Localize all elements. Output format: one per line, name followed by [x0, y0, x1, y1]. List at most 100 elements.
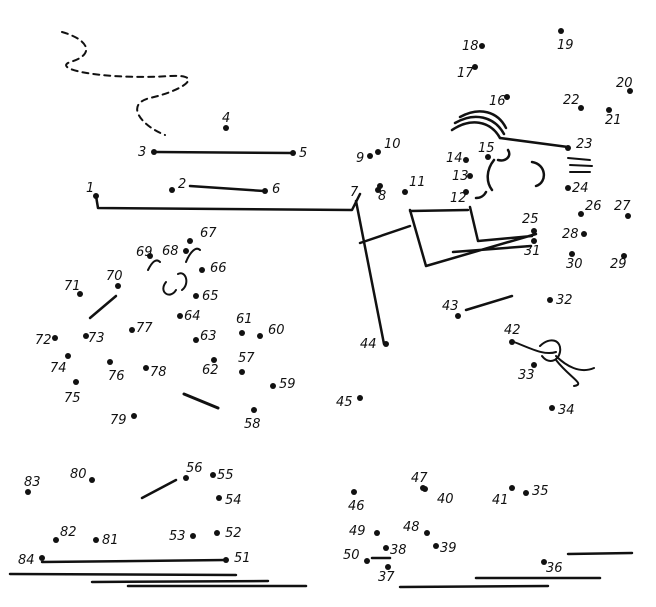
dot-25[interactable] — [531, 228, 537, 234]
dot-57[interactable] — [239, 369, 245, 375]
dot-47[interactable] — [420, 485, 426, 491]
dot-23[interactable] — [565, 145, 571, 151]
dot-18[interactable] — [479, 43, 485, 49]
dot-49[interactable] — [374, 530, 380, 536]
dot-72[interactable] — [52, 335, 58, 341]
dot-32[interactable] — [547, 297, 553, 303]
dot-label-16: 16 — [489, 94, 506, 109]
dot-48[interactable] — [424, 530, 430, 536]
dot-53[interactable] — [190, 533, 196, 539]
dot-54[interactable] — [216, 495, 222, 501]
dot-label-51: 51 — [234, 551, 251, 566]
dot-77[interactable] — [129, 327, 135, 333]
dot-21[interactable] — [606, 107, 612, 113]
dot-2[interactable] — [169, 187, 175, 193]
dot-39[interactable] — [433, 543, 439, 549]
dot-24[interactable] — [565, 185, 571, 191]
dot-79[interactable] — [131, 413, 137, 419]
dot-22[interactable] — [578, 105, 584, 111]
dot-61[interactable] — [239, 330, 245, 336]
dot-68[interactable] — [183, 248, 189, 254]
dot-46[interactable] — [351, 489, 357, 495]
dot-66[interactable] — [199, 267, 205, 273]
dot-27[interactable] — [625, 213, 631, 219]
dot-60[interactable] — [257, 333, 263, 339]
dot-51[interactable] — [223, 557, 229, 563]
dot-6[interactable] — [262, 188, 268, 194]
dot-1[interactable] — [93, 193, 99, 199]
dot-label-6: 6 — [272, 182, 280, 197]
dot-12[interactable] — [463, 189, 469, 195]
dot-76[interactable] — [107, 359, 113, 365]
dot-14[interactable] — [463, 157, 469, 163]
predrawn-lines — [8, 31, 634, 589]
dot-55[interactable] — [210, 472, 216, 478]
dot-34[interactable] — [549, 405, 555, 411]
dot-83[interactable] — [25, 489, 31, 495]
dot-44[interactable] — [383, 341, 389, 347]
dot-30[interactable] — [569, 251, 575, 257]
dot-13[interactable] — [467, 173, 473, 179]
dot-35[interactable] — [523, 490, 529, 496]
dot-59[interactable] — [270, 383, 276, 389]
dot-42[interactable] — [509, 339, 515, 345]
dot-69[interactable] — [147, 253, 153, 259]
dot-20[interactable] — [627, 88, 633, 94]
dot-50[interactable] — [364, 558, 370, 564]
dot-71[interactable] — [77, 291, 83, 297]
dot-11[interactable] — [402, 189, 408, 195]
pilot-hair — [450, 110, 508, 140]
dot-label-20: 20 — [616, 76, 633, 91]
dot-62[interactable] — [211, 357, 217, 363]
dot-10[interactable] — [375, 149, 381, 155]
dot-33[interactable] — [531, 362, 537, 368]
dot-31[interactable] — [531, 238, 537, 244]
dot-38[interactable] — [383, 545, 389, 551]
dot-17[interactable] — [472, 64, 478, 70]
dot-73[interactable] — [83, 333, 89, 339]
dot-label-30: 30 — [566, 257, 583, 272]
dot-81[interactable] — [93, 537, 99, 543]
dot-37[interactable] — [385, 564, 391, 570]
dot-label-84: 84 — [18, 553, 35, 568]
dot-label-23: 23 — [576, 137, 593, 152]
dot-label-43: 43 — [442, 299, 459, 314]
dot-label-76: 76 — [108, 369, 125, 384]
dot-80[interactable] — [89, 477, 95, 483]
dot-19[interactable] — [558, 28, 564, 34]
dot-82[interactable] — [53, 537, 59, 543]
dot-8[interactable] — [377, 183, 383, 189]
dot-label-39: 39 — [440, 541, 457, 556]
dot-45[interactable] — [357, 395, 363, 401]
dot-75[interactable] — [73, 379, 79, 385]
dot-36[interactable] — [541, 559, 547, 565]
dot-3[interactable] — [151, 149, 157, 155]
dot-56[interactable] — [183, 475, 189, 481]
dot-29[interactable] — [621, 253, 627, 259]
dot-64[interactable] — [177, 313, 183, 319]
dot-label-12: 12 — [450, 191, 467, 206]
dot-9[interactable] — [367, 153, 373, 159]
dot-58[interactable] — [251, 407, 257, 413]
dot-74[interactable] — [65, 353, 71, 359]
dot-label-24: 24 — [572, 181, 589, 196]
dot-16[interactable] — [504, 94, 510, 100]
dot-label-55: 55 — [217, 468, 234, 483]
dot-label-62: 62 — [202, 363, 219, 378]
dot-84[interactable] — [39, 555, 45, 561]
dot-67[interactable] — [187, 238, 193, 244]
dot-15[interactable] — [485, 154, 491, 160]
dot-label-5: 5 — [299, 146, 307, 161]
dot-41[interactable] — [509, 485, 515, 491]
dot-65[interactable] — [193, 293, 199, 299]
dot-4[interactable] — [223, 125, 229, 131]
dot-63[interactable] — [193, 337, 199, 343]
dot-5[interactable] — [290, 150, 296, 156]
dot-70[interactable] — [115, 283, 121, 289]
dot-label-21: 21 — [605, 113, 622, 128]
dot-43[interactable] — [455, 313, 461, 319]
dot-28[interactable] — [581, 231, 587, 237]
dot-78[interactable] — [143, 365, 149, 371]
dot-52[interactable] — [214, 530, 220, 536]
dot-26[interactable] — [578, 211, 584, 217]
